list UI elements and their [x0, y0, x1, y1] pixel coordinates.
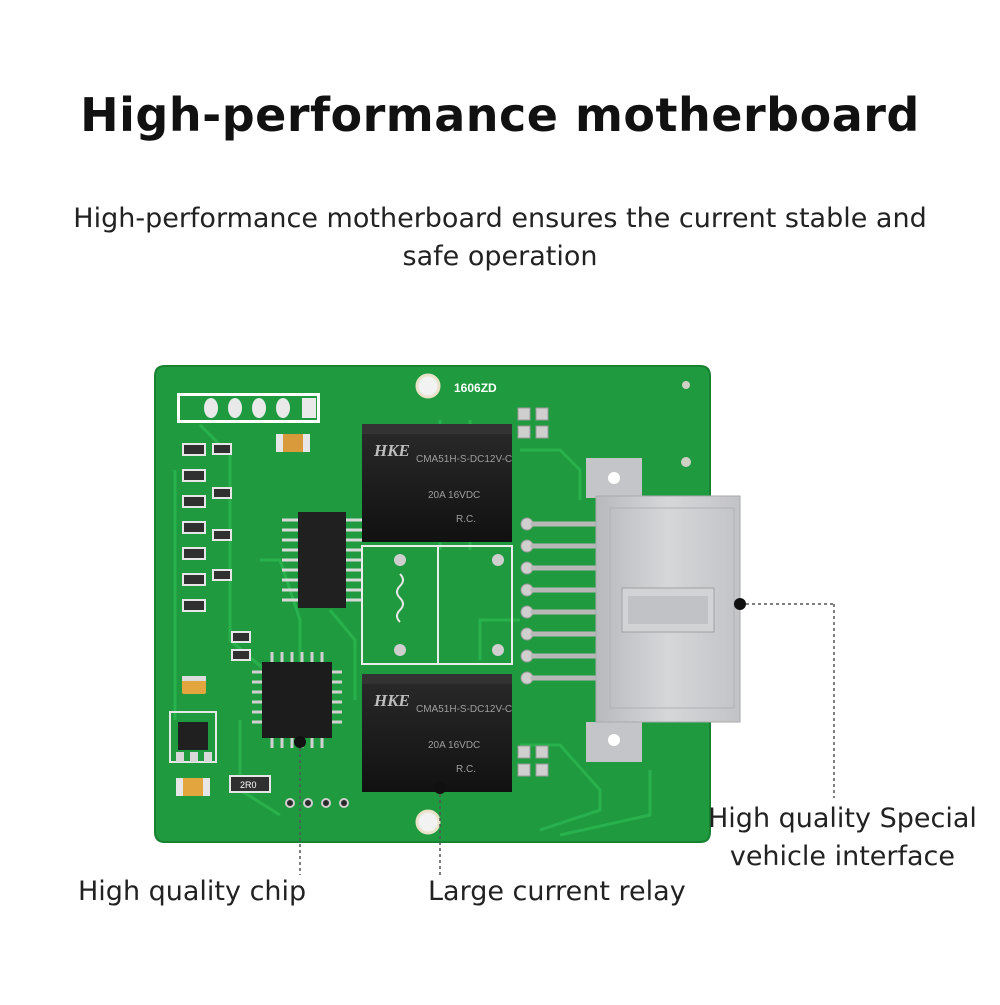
relay-rating-bottom: 20A 16VDC — [428, 740, 480, 751]
callout-interface-label: High quality Special vehicle interface — [708, 800, 977, 876]
callout-leaders — [294, 598, 835, 875]
header-pads — [177, 393, 320, 423]
relay-top — [362, 424, 512, 542]
relay-rating-top: 20A 16VDC — [428, 490, 480, 501]
relay-pads — [517, 407, 549, 777]
smd-components-left — [182, 443, 251, 661]
power-traces — [361, 545, 513, 665]
relay-cert-top: R.C. — [456, 514, 476, 525]
connector-pins — [520, 517, 599, 685]
relay-brand-bottom: HKE — [373, 691, 410, 710]
page-subtitle: High-performance motherboard ensures the… — [73, 203, 927, 272]
callout-interface-line2: vehicle interface — [729, 841, 956, 872]
page-title: High-performance motherboard — [80, 88, 920, 142]
relay-bottom — [362, 674, 512, 792]
via-row — [285, 798, 349, 808]
soic-chip — [282, 512, 362, 608]
vehicle-interface-connector — [586, 458, 741, 762]
main-chip — [252, 652, 342, 748]
resistor-code: 2R0 — [240, 780, 257, 790]
voltage-regulator — [169, 676, 271, 796]
relay-brand-top: HKE — [373, 441, 410, 460]
relay-model-top: CMA51H-S-DC12V-C — [416, 454, 512, 465]
relay-cert-bottom: R.C. — [456, 764, 476, 775]
silkscreen-code: 1606ZD — [454, 381, 497, 395]
relay-model-bottom: CMA51H-S-DC12V-C — [416, 704, 512, 715]
callout-chip-label: High quality chip — [78, 876, 307, 907]
callout-relay-label: Large current relay — [428, 876, 686, 907]
tantalum-capacitor — [276, 434, 310, 452]
callout-interface-line1: High quality Special — [708, 803, 977, 834]
